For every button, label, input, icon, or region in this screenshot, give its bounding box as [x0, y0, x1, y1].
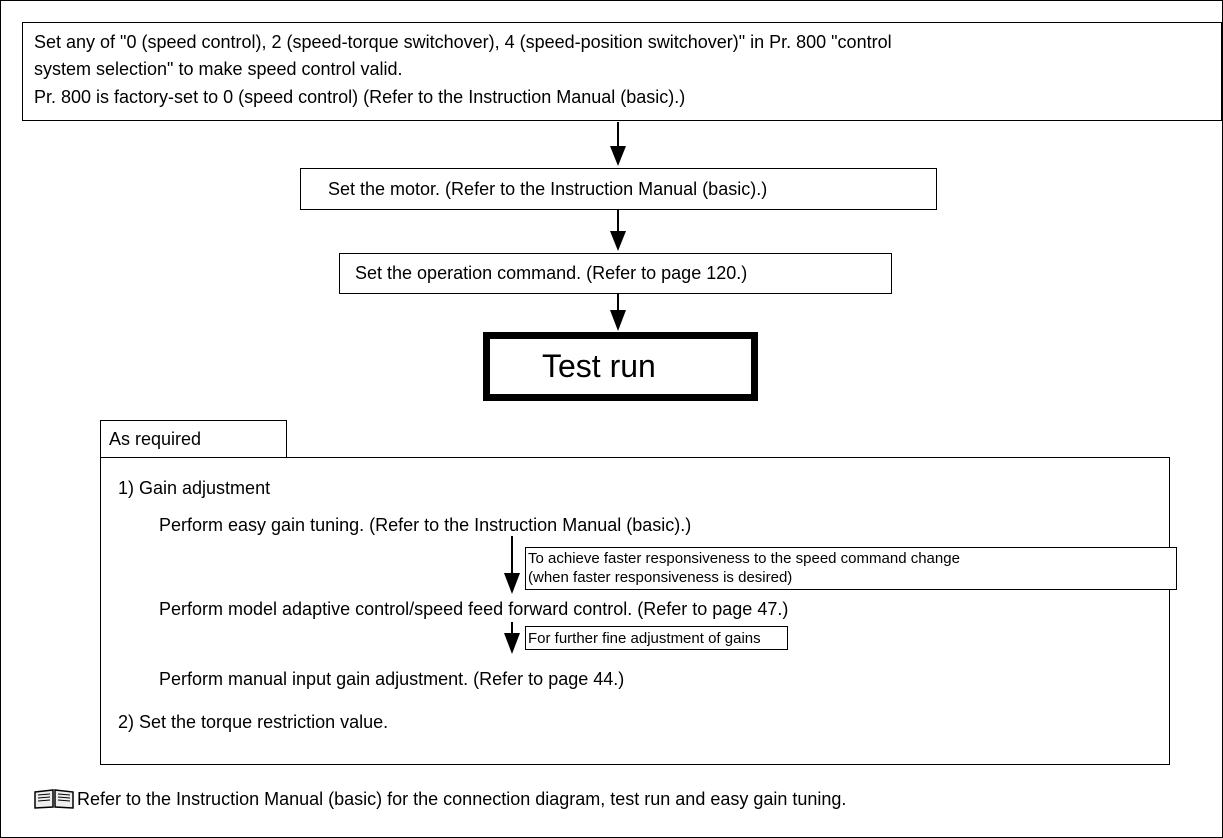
fine-adjustment-note: For further fine adjustment of gains: [525, 626, 788, 650]
arrow-top-to-motor: [610, 122, 626, 166]
as-required-box: 1) Gain adjustment Perform easy gain tun…: [100, 457, 1177, 765]
as-required-tab: As required: [100, 420, 287, 458]
test-run-label: Test run: [542, 348, 656, 384]
responsiveness-note: To achieve faster responsiveness to the …: [525, 547, 1177, 590]
gain-adjustment-title: 1) Gain adjustment: [118, 478, 271, 498]
as-required-label: As required: [109, 429, 202, 449]
manual-gain-adjustment-text: Perform manual input gain adjustment. (R…: [159, 669, 625, 689]
responsiveness-note-line-2: (when faster responsiveness is desired): [528, 569, 793, 586]
easy-gain-tuning-text: Perform easy gain tuning. (Refer to the …: [159, 515, 692, 535]
fine-adjustment-note-label: For further fine adjustment of gains: [528, 630, 761, 647]
set-operation-label: Set the operation command. (Refer to pag…: [355, 263, 748, 283]
top-box-line-3: Pr. 800 is factory-set to 0 (speed contr…: [34, 87, 686, 107]
footer-reference-text: Refer to the Instruction Manual (basic) …: [77, 789, 847, 809]
torque-restriction-text: 2) Set the torque restriction value.: [118, 712, 389, 732]
set-operation-step: Set the operation command. (Refer to pag…: [339, 253, 892, 294]
responsiveness-note-line-1: To achieve faster responsiveness to the …: [528, 550, 960, 567]
model-adaptive-control-text: Perform model adaptive control/speed fee…: [159, 599, 789, 619]
manual-book-icon: [33, 788, 75, 810]
control-system-selection-box: Set any of "0 (speed control), 2 (speed-…: [22, 22, 1222, 121]
arrow-motor-to-operation: [610, 210, 626, 251]
set-motor-step: Set the motor. (Refer to the Instruction…: [300, 168, 937, 210]
test-run-step: Test run: [483, 332, 758, 401]
top-box-line-1: Set any of "0 (speed control), 2 (speed-…: [34, 32, 892, 52]
arrow-easy-to-model: [504, 536, 520, 594]
set-motor-label: Set the motor. (Refer to the Instruction…: [328, 179, 768, 199]
top-box-line-2: system selection" to make speed control …: [34, 59, 403, 79]
arrow-model-to-manual: [504, 622, 520, 654]
arrow-operation-to-test-run: [610, 294, 626, 331]
